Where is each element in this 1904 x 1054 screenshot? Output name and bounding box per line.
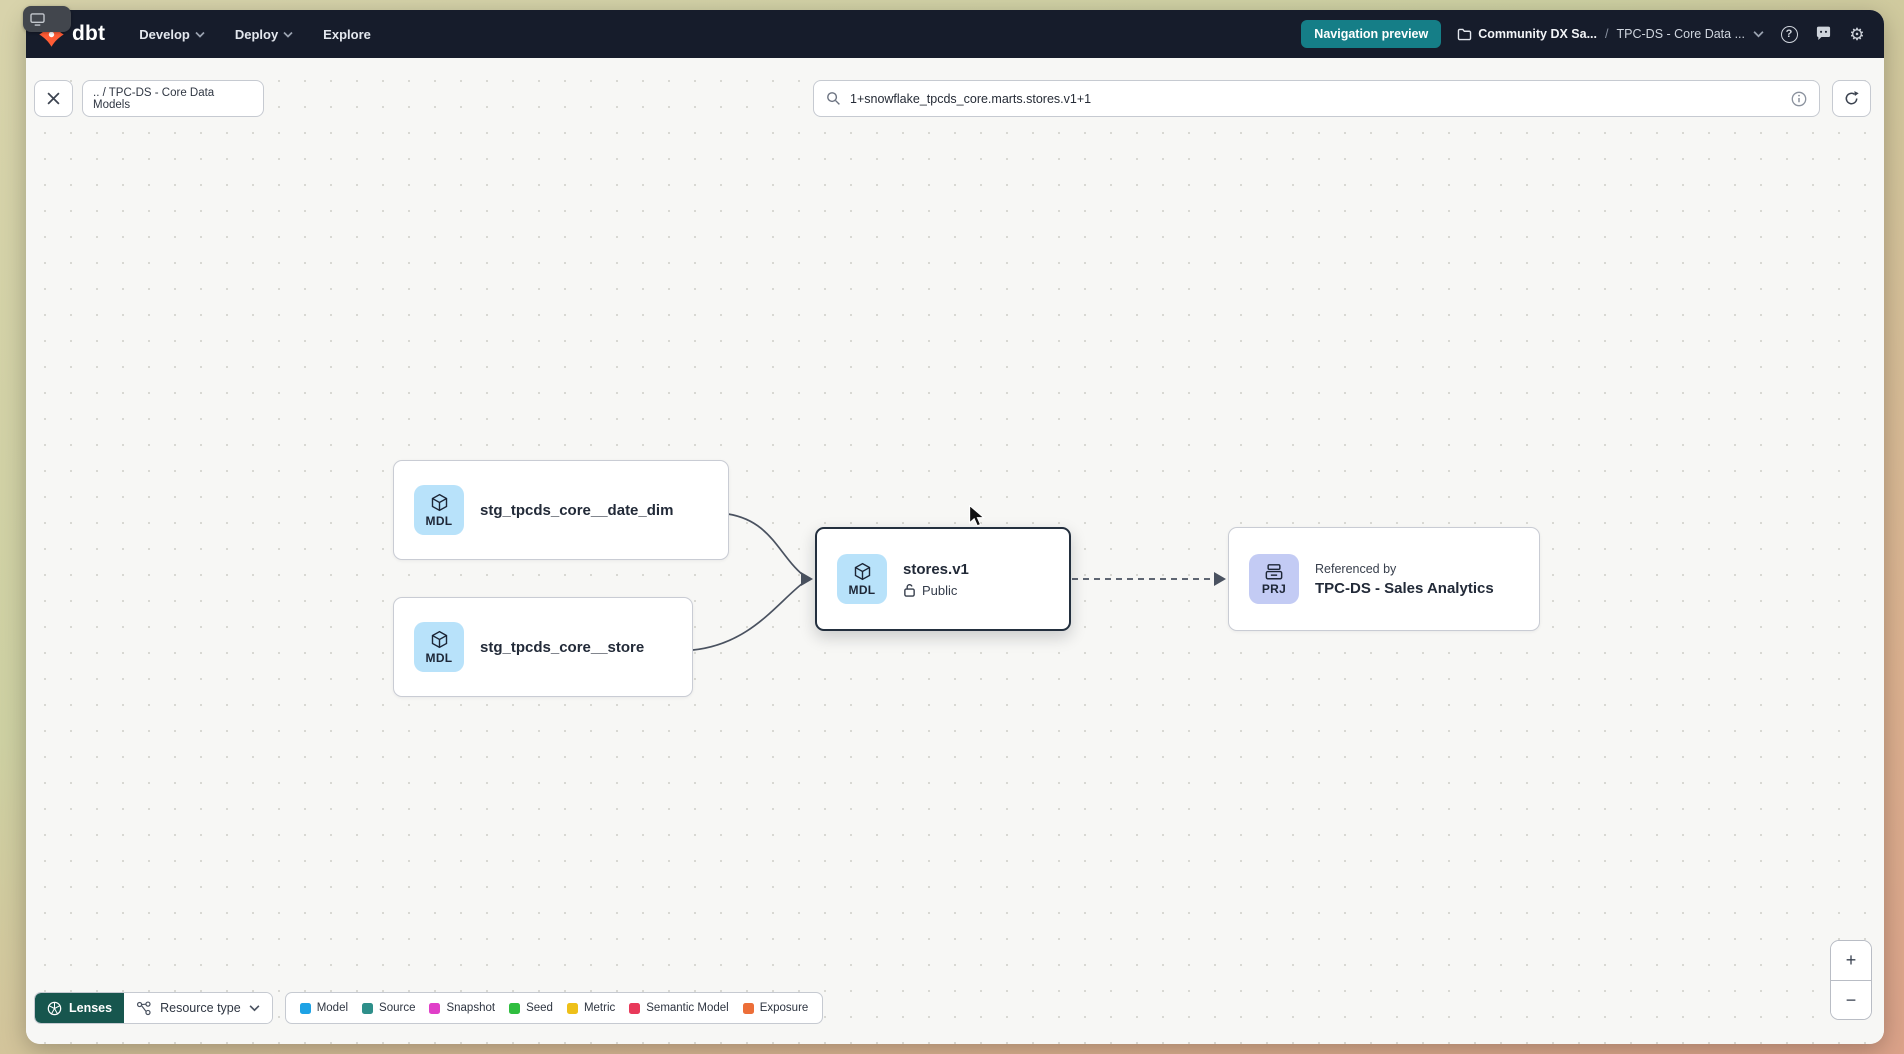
breadcrumb-separator: /	[1605, 27, 1609, 41]
badge-label: MDL	[425, 651, 453, 665]
cube-icon	[431, 493, 447, 512]
legend-swatch	[362, 1002, 374, 1014]
zoom-controls: + −	[1830, 940, 1872, 1020]
refresh-icon	[1845, 91, 1859, 105]
dbt-logo[interactable]: dbt	[38, 21, 105, 48]
chevron-down-icon	[195, 31, 205, 38]
dbt-logo-icon	[39, 21, 64, 47]
legend-swatch	[629, 1002, 641, 1014]
lenses-button[interactable]: Lenses	[35, 993, 125, 1023]
chevron-down-icon[interactable]	[1753, 30, 1764, 38]
legend-label: Source	[379, 1002, 416, 1014]
selector-input[interactable]	[850, 91, 1782, 106]
app-window: dbt Develop Deploy Explore Navigation pr…	[26, 10, 1884, 1044]
legend-label: Semantic Model	[646, 1002, 729, 1014]
nav-item-label: Develop	[139, 26, 190, 42]
legend-label: Model	[316, 1002, 349, 1014]
lineage-selector-bar[interactable]	[813, 80, 1820, 117]
model-badge: MDL	[837, 554, 887, 604]
cube-icon	[854, 562, 870, 581]
legend-item-seed: Seed	[509, 1002, 553, 1014]
legend-label: Seed	[526, 1002, 553, 1014]
zoom-out-button[interactable]: −	[1831, 980, 1871, 1019]
help-icon[interactable]: ?	[1780, 25, 1798, 43]
legend-item-model: Model	[299, 1002, 349, 1014]
breadcrumb-project-label: Community DX Sa...	[1478, 27, 1598, 41]
model-badge: MDL	[414, 622, 464, 672]
legend-item-snapshot: Snapshot	[429, 1002, 495, 1014]
close-icon	[47, 92, 60, 105]
node-title: stg_tpcds_core__date_dim	[480, 501, 674, 519]
nav-item-explore[interactable]: Explore	[323, 27, 371, 42]
canvas-footer-controls: Lenses Resource type Model Source Snapsh…	[34, 992, 824, 1024]
legend-item-source: Source	[362, 1002, 415, 1014]
legend-item-semantic-model: Semantic Model	[629, 1002, 729, 1014]
zoom-in-button[interactable]: +	[1831, 941, 1871, 980]
top-navbar: dbt Develop Deploy Explore Navigation pr…	[26, 10, 1884, 58]
nav-item-label: Deploy	[234, 26, 279, 42]
project-badge: PRJ	[1249, 554, 1299, 604]
chevron-down-icon	[249, 1005, 260, 1012]
node-title: stores.v1	[903, 560, 969, 578]
legend-swatch	[299, 1002, 311, 1014]
model-badge: MDL	[414, 485, 464, 535]
lens-aperture-icon	[47, 1001, 62, 1015]
legend-swatch	[566, 1002, 578, 1014]
screen-recorder-tab[interactable]	[23, 6, 71, 32]
resource-type-label: Resource type	[160, 1001, 241, 1015]
badge-label: MDL	[425, 514, 453, 528]
settings-gear-icon[interactable]: ⚙	[1849, 24, 1865, 44]
node-stg-tpcds-core-store[interactable]: MDL stg_tpcds_core__store	[393, 597, 693, 697]
badge-label: MDL	[848, 583, 876, 597]
breadcrumb-page[interactable]: TPC-DS - Core Data ...	[1616, 27, 1746, 41]
info-icon[interactable]	[1791, 91, 1807, 107]
navigation-preview-badge[interactable]: Navigation preview	[1301, 20, 1442, 48]
resource-type-icon	[137, 1000, 151, 1015]
breadcrumb: Community DX Sa... / TPC-DS - Core Data …	[1457, 27, 1764, 41]
legend-label: Metric	[583, 1002, 616, 1014]
cube-icon	[431, 630, 447, 649]
node-access-label: Public	[922, 582, 958, 598]
monitor-icon	[30, 12, 45, 26]
feedback-icon[interactable]	[1814, 25, 1832, 43]
legend-swatch	[509, 1002, 521, 1014]
node-access: Public	[903, 583, 969, 598]
resource-type-dropdown[interactable]: Resource type	[124, 993, 272, 1023]
lenses-label: Lenses	[69, 1001, 113, 1015]
legend-item-exposure: Exposure	[742, 1002, 809, 1014]
resource-legend: Model Source Snapshot Seed Metric Semant…	[284, 992, 824, 1024]
legend-item-metric: Metric	[566, 1002, 616, 1014]
node-title: TPC-DS - Sales Analytics	[1315, 579, 1494, 597]
legend-label: Exposure	[759, 1002, 809, 1014]
legend-swatch	[429, 1002, 441, 1014]
unlock-icon	[904, 584, 915, 597]
node-title: stg_tpcds_core__store	[480, 638, 645, 656]
legend-swatch	[742, 1002, 754, 1014]
drawers-icon	[1265, 563, 1283, 579]
node-stores-v1[interactable]: MDL stores.v1 Public	[815, 527, 1071, 631]
folder-icon	[1458, 28, 1472, 40]
navbar-right: Navigation preview Community DX Sa... / …	[1301, 20, 1866, 48]
refresh-lineage-button[interactable]	[1832, 80, 1871, 117]
lenses-control: Lenses Resource type	[34, 992, 273, 1024]
nav-item-deploy[interactable]: Deploy	[235, 27, 293, 42]
node-stg-tpcds-core-date-dim[interactable]: MDL stg_tpcds_core__date_dim	[393, 460, 729, 560]
badge-label: PRJ	[1261, 581, 1287, 596]
dbt-logo-text: dbt	[72, 22, 106, 45]
nav-item-develop[interactable]: Develop	[139, 27, 205, 42]
help-question-glyph: ?	[1780, 25, 1798, 43]
close-lineage-button[interactable]	[34, 80, 73, 117]
nav-item-label: Explore	[323, 26, 371, 42]
lineage-path-chip[interactable]: .. / TPC-DS - Core Data Models	[82, 80, 264, 117]
node-kicker: Referenced by	[1315, 561, 1397, 576]
main-nav: Develop Deploy Explore	[139, 27, 371, 42]
search-icon	[827, 92, 840, 105]
chevron-down-icon	[283, 31, 293, 38]
breadcrumb-project[interactable]: Community DX Sa...	[1457, 27, 1597, 41]
legend-label: Snapshot	[446, 1002, 496, 1014]
node-referenced-by-sales-analytics[interactable]: PRJ Referenced by TPC-DS - Sales Analyti…	[1228, 527, 1540, 631]
